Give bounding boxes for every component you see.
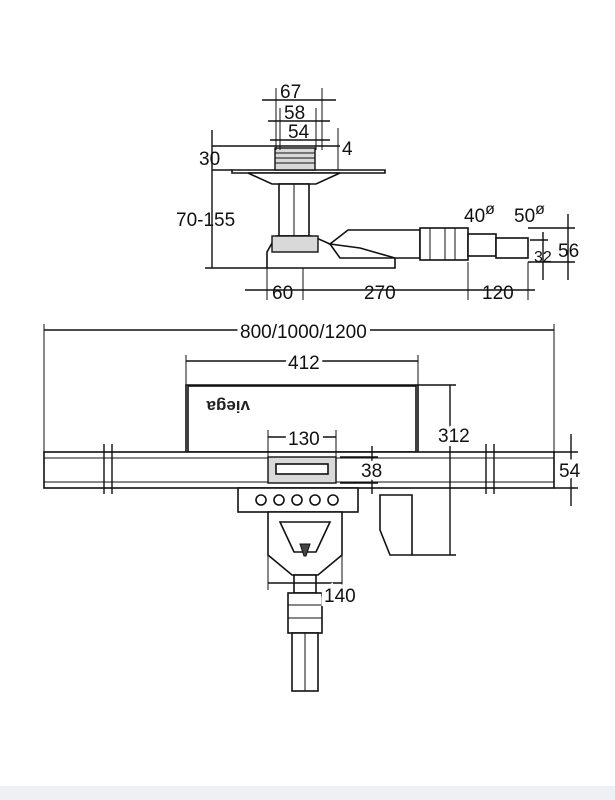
outlet-end <box>495 237 529 259</box>
vertical-pipe <box>293 574 317 594</box>
dim-54: 54 <box>559 461 581 482</box>
front-view: viega <box>43 318 585 692</box>
dim-70-155: 70-155 <box>176 210 235 231</box>
dim-38: 38 <box>361 461 382 482</box>
brand-logo: viega <box>206 397 250 416</box>
dim-412: 412 <box>288 353 320 374</box>
bottom-strip <box>0 786 615 800</box>
dim-32: 32 <box>534 249 552 266</box>
drain-funnel <box>247 172 341 185</box>
dim-60: 60 <box>272 283 293 304</box>
drain-grate <box>274 147 316 171</box>
dim-4: 4 <box>342 139 353 160</box>
dim-140: 140 <box>324 586 356 607</box>
dim-130: 130 <box>288 429 320 450</box>
dim-50-dia: 50ø <box>514 201 545 227</box>
dim-312: 312 <box>438 426 470 447</box>
dim-120: 120 <box>482 283 514 304</box>
bracket-arm <box>379 494 413 556</box>
dim-length: 800/1000/1200 <box>240 322 367 343</box>
dim-270: 270 <box>364 283 396 304</box>
dim-58: 58 <box>284 103 305 124</box>
outlet-pipe <box>328 229 421 259</box>
dim-54: 54 <box>288 122 310 143</box>
dim-67: 67 <box>280 82 301 103</box>
dim-56: 56 <box>558 241 579 262</box>
trap-base <box>271 235 319 253</box>
outlet-adapter <box>467 233 497 257</box>
dim-40-dia: 40ø <box>464 201 495 227</box>
pipe-coupling <box>287 592 323 634</box>
side-view: 67 58 54 4 30 70-155 40ø 50ø 56 32 60 27… <box>176 82 579 304</box>
outlet-coupling <box>419 227 469 261</box>
dim-30: 30 <box>199 149 220 170</box>
logo-panel <box>187 385 417 453</box>
